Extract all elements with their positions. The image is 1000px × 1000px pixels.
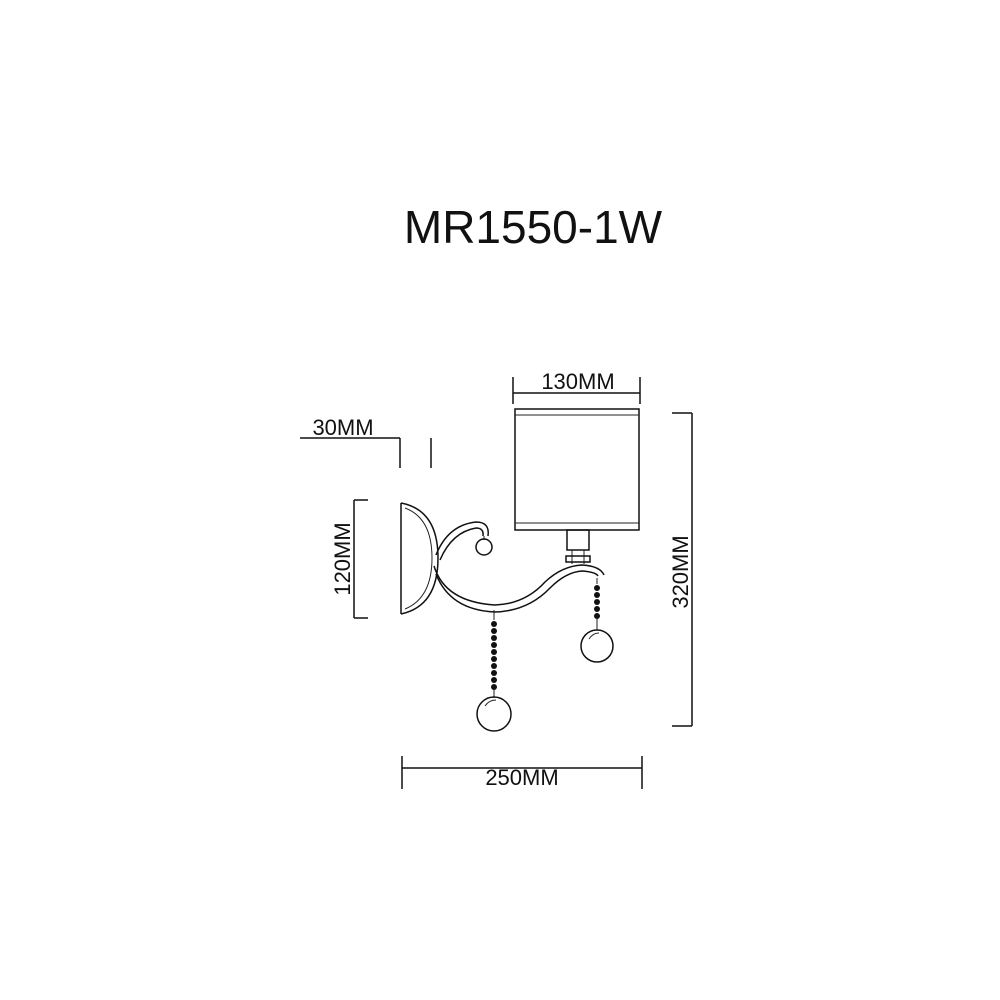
lamp-arm: [433, 521, 605, 613]
shade-width-label: 130MM: [541, 369, 614, 394]
right-crystal-drop: [580, 578, 614, 663]
base-height-label: 120MM: [330, 522, 355, 595]
total-width-dimension: 250MM: [401, 756, 643, 790]
shade-width-dimension: 130MM: [512, 369, 641, 404]
wall-plate: [400, 502, 439, 615]
left-crystal-drop: [476, 610, 512, 732]
base-depth-label: 30MM: [312, 415, 373, 440]
total-height-label: 320MM: [668, 535, 693, 608]
base-height-dimension: 120MM: [330, 499, 368, 619]
model-title: MR1550-1W: [404, 201, 663, 253]
upper-crystal: [475, 536, 493, 556]
total-width-label: 250MM: [485, 765, 558, 790]
base-depth-dimension: 30MM: [300, 415, 432, 468]
bulb-socket: [565, 529, 591, 564]
lamp-shade: [514, 408, 640, 531]
total-height-dimension: 320MM: [668, 412, 693, 727]
